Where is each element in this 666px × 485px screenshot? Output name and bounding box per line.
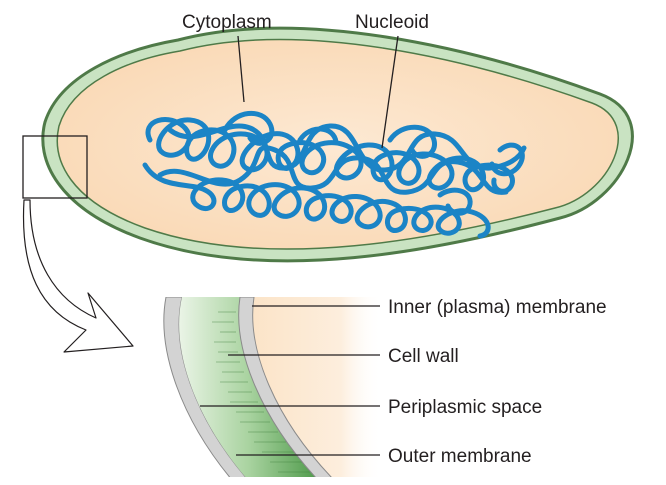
nucleoid-leader [381,35,399,149]
magnify-arrow [22,199,134,353]
inner-membrane-label: Inner (plasma) membrane [388,297,607,318]
cell-wall-label: Cell wall [388,346,459,367]
nucleoid-dna [142,110,527,239]
periplasmic-space-label: Periplasmic space [388,397,542,418]
cytoplasm-leader [237,35,245,103]
cytoplasm-label: Cytoplasm [182,12,272,33]
envelope-detail-inset [163,297,382,477]
detail-selection-box [22,135,88,199]
outer-membrane-label: Outer membrane [388,446,532,467]
nucleoid-label: Nucleoid [355,12,429,33]
